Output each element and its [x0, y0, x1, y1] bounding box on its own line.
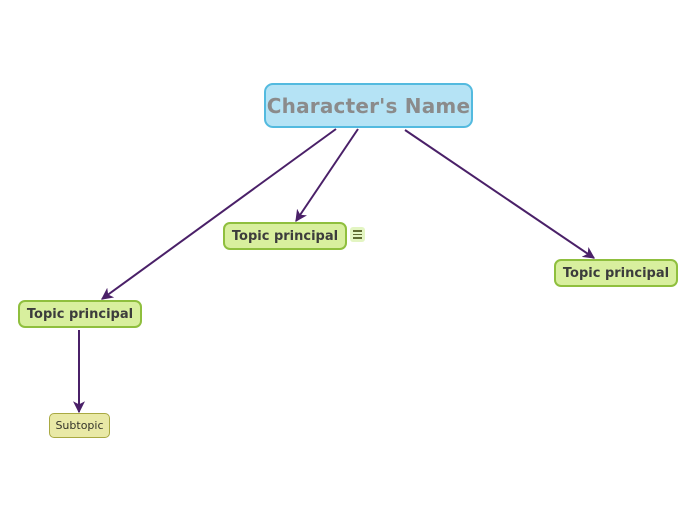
node-topic-left[interactable]: Topic principal	[18, 300, 142, 328]
node-topic-left-label: Topic principal	[26, 306, 134, 322]
node-subtopic-label: Subtopic	[55, 419, 104, 432]
node-topic-right[interactable]: Topic principal	[554, 259, 678, 287]
hamburger-menu-icon[interactable]	[350, 227, 365, 242]
node-topic-center-label: Topic principal	[231, 228, 339, 244]
node-root-character-name[interactable]: Character's Name	[264, 83, 473, 128]
menu-icon-bar-3	[353, 237, 362, 239]
node-topic-right-label: Topic principal	[562, 265, 670, 281]
edge-root-to-topic-right	[404, 129, 595, 259]
node-root-label: Character's Name	[266, 93, 471, 118]
menu-icon-bar-2	[353, 233, 362, 236]
node-subtopic[interactable]: Subtopic	[49, 413, 110, 438]
edge-root-to-topic-left	[101, 128, 337, 300]
edge-root-to-topic-center	[295, 128, 359, 222]
menu-icon-bar-1	[353, 230, 362, 232]
node-topic-center[interactable]: Topic principal	[223, 222, 347, 250]
